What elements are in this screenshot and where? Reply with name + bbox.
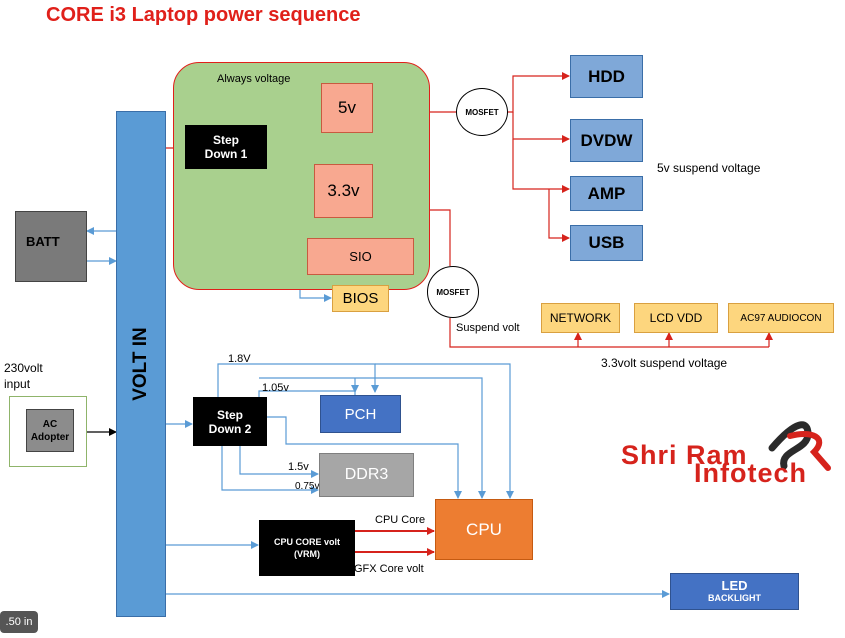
step-down-1-box: Step Down 1	[185, 125, 267, 169]
diagram-title: CORE i3 Laptop power sequence	[46, 4, 361, 26]
wire-mosfet-hdd	[508, 72, 570, 113]
wire-075v	[221, 446, 319, 494]
5v-rail-box: 5v	[321, 83, 373, 133]
ac-adapter-label: AC Adopter	[30, 418, 70, 443]
075v-label: 0.75v	[295, 481, 320, 492]
cpu-core-label: CPU Core	[375, 514, 426, 526]
ac97-box: AC97 AUDIOCON	[728, 303, 834, 333]
ddr3-label: DDR3	[344, 466, 389, 483]
33v-suspend-label: 3.3volt suspend voltage	[601, 356, 728, 370]
ac97-label: AC97 AUDIOCON	[740, 312, 822, 324]
bios-box: BIOS	[332, 285, 389, 312]
always-voltage-label: Always voltage	[217, 73, 291, 85]
ac-adapter-box: AC Adopter	[26, 409, 74, 452]
logo-line-1: Shri Ram	[621, 440, 748, 470]
mosfet-33v: MOSFET	[427, 266, 479, 318]
usb-label: USB	[588, 233, 625, 252]
pch-box: PCH	[320, 395, 401, 433]
led-backlight-box: LED BACKLIGHT	[670, 573, 799, 610]
cpu-core-vrm-label: CPU CORE volt (VRM)	[273, 537, 340, 559]
cpu-core-vrm-box: CPU CORE volt (VRM)	[259, 520, 355, 576]
wire-105v-cpu	[259, 377, 486, 499]
network-box: NETWORK	[541, 303, 620, 333]
18v-label: 1.8V	[228, 353, 251, 365]
suspend-volt-label: Suspend volt	[456, 322, 520, 334]
bios-label: BIOS	[342, 290, 379, 307]
zoom-indicator[interactable]: .50 in	[0, 611, 38, 633]
wire-mosfet-usb	[548, 189, 570, 242]
network-label: NETWORK	[549, 311, 612, 325]
hdd-box: HDD	[570, 55, 643, 98]
mosfet-5v: MOSFET	[456, 88, 508, 136]
led-label: LED	[721, 577, 748, 593]
wire-mosfet-amp	[512, 139, 570, 193]
step-down-1-label: Step Down 1	[204, 133, 248, 161]
105v-label: 1.05v	[262, 382, 289, 394]
pch-label: PCH	[344, 405, 377, 423]
battery-box: BATT	[15, 211, 87, 282]
cpu-label: CPU	[466, 519, 502, 539]
wire-mosfet-suspend	[449, 318, 769, 348]
sio-label: SIO	[349, 249, 372, 264]
wire-mosfet-dvdw	[512, 112, 570, 143]
backlight-label: BACKLIGHT	[708, 592, 761, 603]
wire-18v-cpu	[375, 363, 514, 499]
volt-in-label: VOLT IN	[130, 327, 151, 401]
230v-input-label: 230volt input	[4, 361, 43, 391]
wire-105v	[258, 390, 356, 397]
cpu-box: CPU	[435, 499, 533, 560]
battery-label: BATT	[26, 234, 60, 249]
lcd-vdd-label: LCD VDD	[649, 311, 703, 325]
amp-label: AMP	[587, 183, 626, 203]
dvdw-label: DVDW	[580, 130, 633, 150]
usb-box: USB	[570, 225, 643, 261]
dvdw-box: DVDW	[570, 119, 643, 162]
mosfet-5v-label: MOSFET	[465, 107, 499, 117]
wire-18v	[217, 363, 379, 397]
5v-suspend-label: 5v suspend voltage	[657, 161, 761, 175]
step-down-2-label: Step Down 2	[208, 407, 252, 436]
volt-in-bus: VOLT IN	[116, 111, 166, 617]
wire-15v	[239, 446, 319, 478]
hdd-label: HDD	[588, 66, 625, 86]
5v-label: 5v	[338, 98, 356, 117]
wire-stepdown2-cpu	[267, 416, 462, 499]
amp-box: AMP	[570, 176, 643, 211]
lcd-vdd-box: LCD VDD	[634, 303, 718, 333]
15v-label: 1.5v	[288, 461, 309, 473]
gfx-core-label: GFX Core volt	[354, 563, 424, 575]
sr-logo-mark-icon	[768, 421, 831, 471]
mosfet-33v-label: MOSFET	[436, 287, 470, 297]
logo-line-2: Infotech	[694, 458, 807, 488]
33v-rail-box: 3.3v	[314, 164, 373, 218]
33v-label: 3.3v	[327, 181, 360, 200]
ddr3-box: DDR3	[319, 453, 414, 497]
sio-box: SIO	[307, 238, 414, 275]
step-down-2-box: Step Down 2	[193, 397, 267, 446]
